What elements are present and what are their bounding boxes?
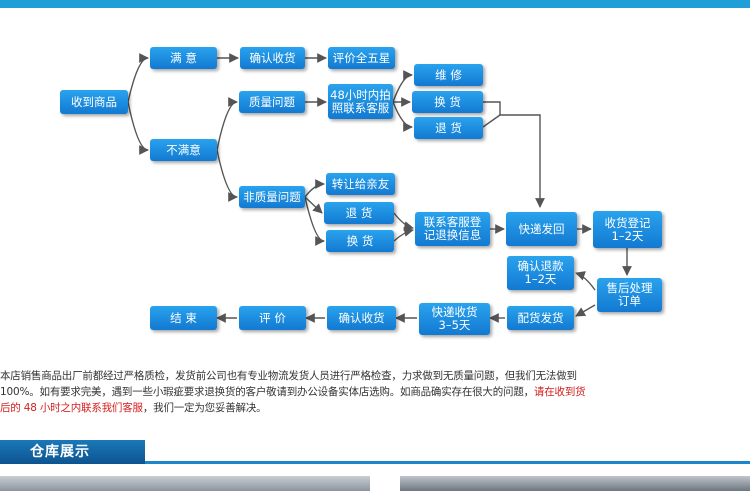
warehouse-photos xyxy=(0,470,750,491)
node-confirm-refund-line2: 1–2天 xyxy=(524,272,557,286)
node-contact-48h-line2: 照联系客服 xyxy=(331,100,390,115)
node-receipt-register-line2: 1–2天 xyxy=(611,228,644,243)
after-sales-flowchart: 收到商品 满 意 确认收货 评价全五星 不满意 质量问题 48小时内拍 照联系客… xyxy=(60,47,662,335)
node-received: 收到商品 xyxy=(60,90,128,114)
after-sales-notice: 本店销售商品出厂前都经过严格质检，发货前公司也有专业物流发货人员进行严格检查，力… xyxy=(0,368,750,416)
node-exchange-non-quality-label: 换 货 xyxy=(346,233,374,248)
node-non-quality-issue: 非质量问题 xyxy=(239,186,305,208)
node-non-quality-issue-label: 非质量问题 xyxy=(243,189,301,204)
node-express-delivery-line1: 快递收货 xyxy=(431,305,478,319)
node-received-label: 收到商品 xyxy=(71,94,117,109)
node-five-star: 评价全五星 xyxy=(328,47,395,69)
notice-line-3: 后的 48 小时之内联系我们客服，我们一定为您妥善解决。 xyxy=(0,400,750,416)
node-after-sales-line2: 订单 xyxy=(618,294,641,308)
node-return-non-quality-label: 退 货 xyxy=(345,205,373,220)
node-transfer-friend-label: 转让给亲友 xyxy=(331,176,390,191)
node-return-non-quality: 退 货 xyxy=(324,202,394,224)
node-end: 结 束 xyxy=(150,306,217,330)
notice-line-1: 本店销售商品出厂前都经过严格质检，发货前公司也有专业物流发货人员进行严格检查，力… xyxy=(0,370,577,382)
node-express-delivery-line2: 3–5天 xyxy=(438,318,471,332)
node-exchange-quality: 换 货 xyxy=(412,91,483,113)
node-quality-issue-label: 质量问题 xyxy=(249,94,295,109)
flow-connectors xyxy=(127,53,632,323)
warehouse-photo-1 xyxy=(0,476,370,491)
notice-line-3-text: ，我们一定为您妥善解决。 xyxy=(142,402,267,414)
node-repair-label: 维 修 xyxy=(435,67,462,82)
warehouse-section-title: 仓库展示 xyxy=(0,440,145,464)
node-return-quality: 退 货 xyxy=(414,117,483,139)
node-express-return: 快递发回 xyxy=(506,212,577,246)
node-confirm-receipt-bottom: 确认收货 xyxy=(327,306,396,330)
node-contact-48h-line1: 48小时内拍 xyxy=(330,87,391,102)
node-five-star-label: 评价全五星 xyxy=(332,50,391,65)
node-after-sales: 售后处理 订单 xyxy=(597,278,662,312)
notice-line-2-text: 100%。如有要求完美，遇到一些小瑕疵要求退换货的客户敬请到办公设备实体店选购。… xyxy=(0,386,534,398)
node-cs-register-line1: 联系客服登 xyxy=(423,215,482,229)
node-ship-replacement-label: 配货发货 xyxy=(517,310,564,325)
node-quality-issue: 质量问题 xyxy=(239,91,305,113)
node-confirm-receipt-bottom-label: 确认收货 xyxy=(338,310,385,325)
node-confirm-refund: 确认退款 1–2天 xyxy=(507,256,574,290)
node-cs-register: 联系客服登 记退换信息 xyxy=(415,212,490,246)
node-unsatisfied: 不满意 xyxy=(150,139,217,161)
node-express-return-label: 快递发回 xyxy=(518,221,565,236)
node-exchange-non-quality: 换 货 xyxy=(326,230,394,252)
notice-line-2: 100%。如有要求完美，遇到一些小瑕疵要求退换货的客户敬请到办公设备实体店选购。… xyxy=(0,384,750,400)
node-ship-replacement: 配货发货 xyxy=(507,306,574,330)
node-exchange-quality-label: 换 货 xyxy=(434,94,461,109)
node-return-quality-label: 退 货 xyxy=(435,120,462,135)
node-cs-register-line2: 记退换信息 xyxy=(423,228,482,242)
node-review: 评 价 xyxy=(239,306,306,330)
node-confirm-refund-line1: 确认退款 xyxy=(517,259,564,273)
node-unsatisfied-label: 不满意 xyxy=(166,142,201,157)
node-review-label: 评 价 xyxy=(259,310,286,325)
warehouse-photo-2 xyxy=(400,476,750,491)
node-receipt-register: 收货登记 1–2天 xyxy=(593,211,662,248)
top-accent-bar xyxy=(0,0,750,8)
node-repair: 维 修 xyxy=(414,64,483,86)
node-express-delivery: 快递收货 3–5天 xyxy=(419,303,490,335)
node-after-sales-line1: 售后处理 xyxy=(606,281,653,295)
notice-line-2-highlight: 请在收到货 xyxy=(533,386,586,398)
node-satisfied-label: 满 意 xyxy=(170,50,197,65)
node-end-label: 结 束 xyxy=(170,310,197,325)
node-confirm-receipt-top: 确认收货 xyxy=(240,47,305,69)
warehouse-section-header: 仓库展示 xyxy=(0,440,750,464)
node-satisfied: 满 意 xyxy=(150,47,217,69)
node-receipt-register-line1: 收货登记 xyxy=(604,215,651,230)
notice-line-3-highlight: 后的 48 小时之内联系我们客服 xyxy=(0,402,143,414)
node-contact-48h: 48小时内拍 照联系客服 xyxy=(328,84,393,119)
node-confirm-receipt-top-label: 确认收货 xyxy=(249,50,296,65)
node-transfer-friend: 转让给亲友 xyxy=(326,173,395,195)
